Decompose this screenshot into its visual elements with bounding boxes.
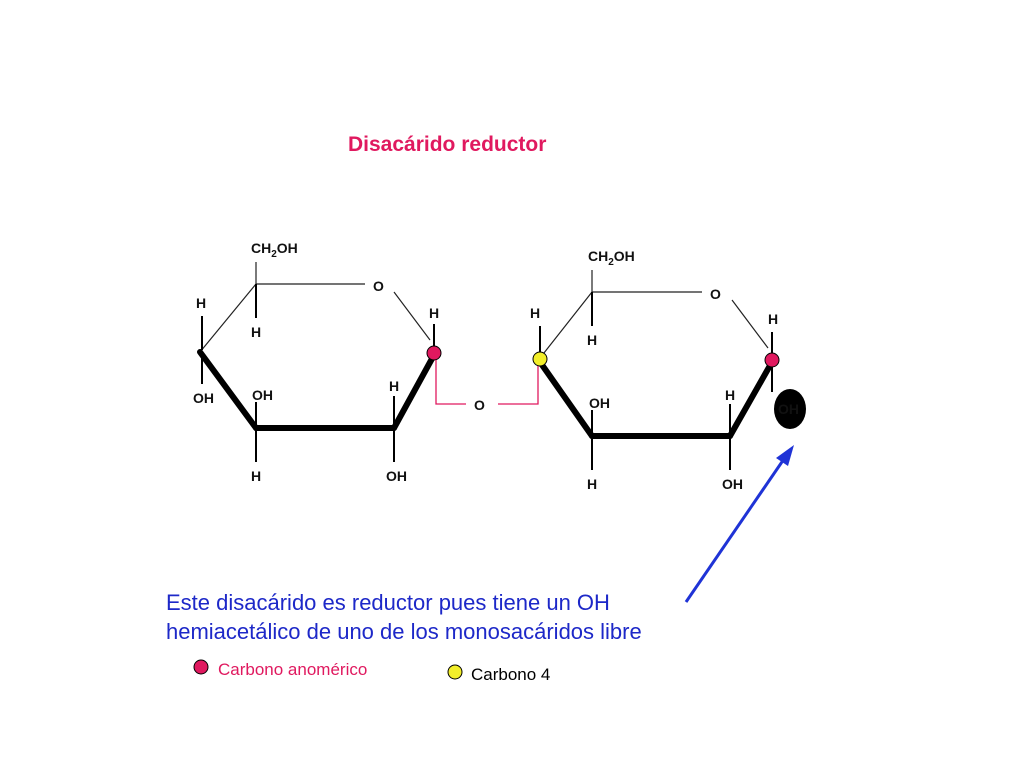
ring1-anomeric-carbon-marker: [426, 345, 442, 361]
diagram-title: Disacárido reductor: [348, 133, 546, 156]
glycosidic-bond-right: [498, 364, 539, 405]
ring2-bond-o-c1: [731, 299, 769, 349]
ring-1: CH2OH O H H OH OH H H OH H: [193, 240, 442, 484]
glycosidic-bond: O: [435, 360, 539, 413]
ring2-anomeric-carbon-marker: [764, 352, 780, 368]
legend-carbon4-marker: [447, 664, 463, 680]
ring2-c3-oh-label: OH: [589, 395, 610, 411]
ring2-ch2oh-label: CH2OH: [588, 248, 635, 268]
ring1-ch2oh-label: CH2OH: [251, 240, 298, 260]
ring2-bond-c4-c5: [539, 291, 593, 359]
ring2-c4-h-label: H: [530, 305, 540, 321]
legend-anomeric-marker: [193, 659, 209, 675]
ring2-c2-oh-label: OH: [722, 476, 743, 492]
ring1-c2-oh-label: OH: [386, 468, 407, 484]
ring-2: CH2OH O H H OH H H OH H OH: [530, 248, 806, 492]
ring1-bond-o-c1: [393, 291, 431, 341]
ring1-c2-h-label: H: [389, 378, 399, 394]
ring1-c3-h-label: H: [251, 468, 261, 484]
ring1-c1-h-label: H: [429, 305, 439, 321]
arrow-head: [776, 445, 794, 466]
glycosidic-bond-left: [435, 360, 466, 405]
glycosidic-oxygen-label: O: [474, 397, 485, 413]
ring1-c5-h-label: H: [251, 324, 261, 340]
ring2-carbon4-marker: [532, 351, 548, 367]
ring2-c3-h-label: H: [587, 476, 597, 492]
ring2-c5-h-label: H: [587, 332, 597, 348]
ring1-oxygen-label: O: [373, 278, 384, 294]
pointer-arrow: [684, 445, 794, 603]
ring1-c4-h-label: H: [196, 295, 206, 311]
ring1-c3-oh-label: OH: [252, 387, 273, 403]
legend-carbon4-label: Carbono 4: [471, 665, 550, 684]
arrow-shaft: [684, 455, 788, 603]
ring2-bond-c4-c3: [537, 359, 595, 439]
legend-anomeric-label: Carbono anomérico: [218, 660, 367, 679]
ring1-bond-c4-c5: [199, 283, 257, 353]
caption-line-1: Este disacárido es reductor pues tiene u…: [166, 590, 610, 615]
ring2-bond-c2-c1: [727, 359, 775, 439]
ring2-c1-h-label: H: [768, 311, 778, 327]
free-hemiacetal-oh-label: OH: [778, 401, 799, 417]
caption-line-2: hemiacetálico de uno de los monosacárido…: [166, 619, 642, 644]
ring2-oxygen-label: O: [710, 286, 721, 302]
free-hemiacetal-oh-highlight: [774, 389, 806, 429]
ring1-c4-oh-label: OH: [193, 390, 214, 406]
ring1-bond-c4-c3: [197, 349, 259, 431]
ring1-bond-c2-c1: [391, 352, 437, 431]
ring2-c2-h-label: H: [725, 387, 735, 403]
legend: Carbono anomérico Carbono 4: [193, 659, 550, 684]
